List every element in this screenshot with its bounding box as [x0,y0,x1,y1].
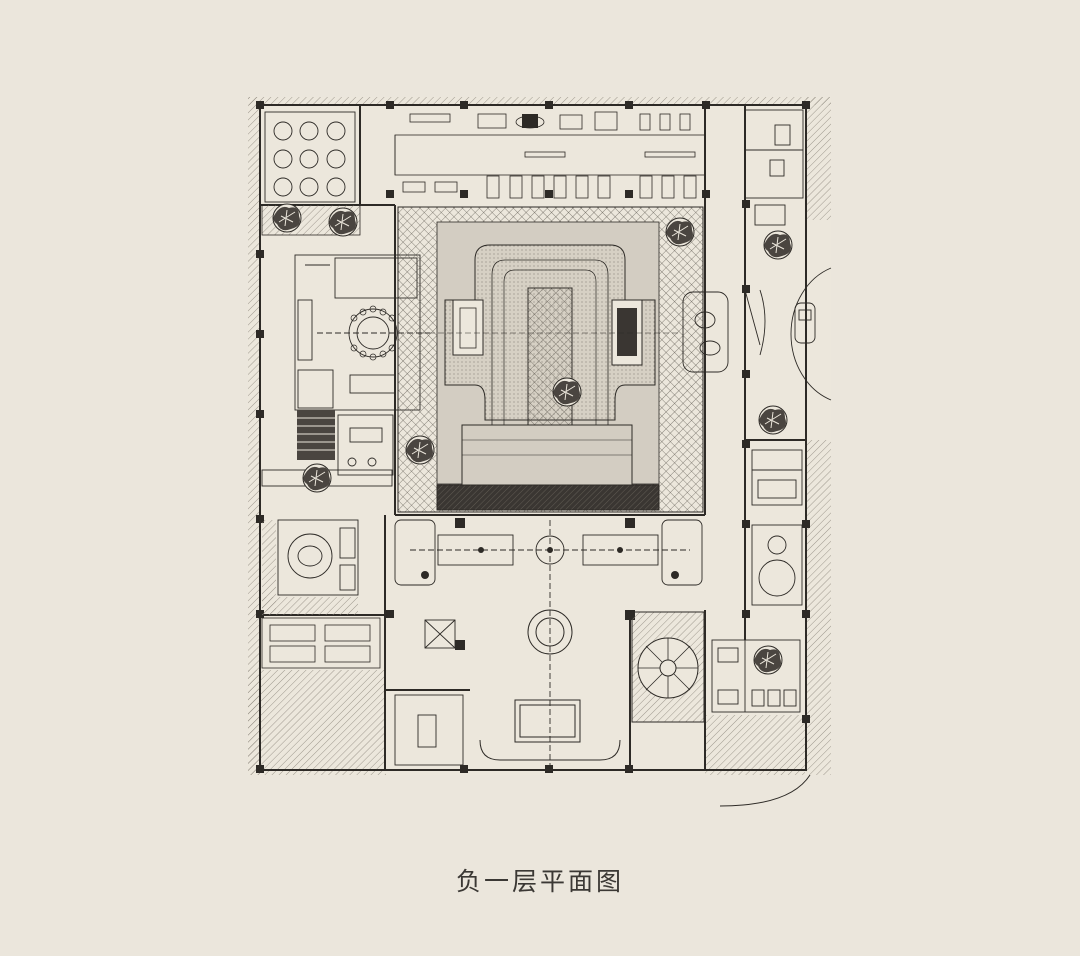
tree-icon [763,230,793,260]
south-east-retaining-wall [806,440,831,775]
tree-icon [552,377,582,407]
north-east-restrooms [744,109,804,226]
central-courtyard [397,206,704,513]
media-room [479,699,621,761]
north-east-retaining-wall [806,97,831,220]
tree-icon [302,463,332,493]
west-retaining-wall [248,97,260,775]
north-fitness-hall [394,111,706,199]
south-west-room [394,694,464,766]
south-west-earth [248,670,386,775]
tree-icon [753,645,783,675]
tree-icon [665,217,695,247]
driveway [790,267,832,401]
north-retaining-wall [248,97,831,105]
door-arc-icon [719,774,811,807]
elevator-shaft [424,619,456,649]
spiral-stair-icon [631,611,705,723]
south-east-earth [705,715,805,775]
tree-icon [405,435,435,465]
tree-icon [272,203,302,233]
tree-icon [328,207,358,237]
south-west-study-room [261,617,381,669]
south-east-restrooms [711,639,801,713]
east-suites [751,449,803,606]
tree-icon [758,405,788,435]
west-lounge [277,519,359,596]
east-pool [682,289,766,373]
round-table-icon [527,609,573,655]
north-west-dining-room [264,111,356,203]
drawing-caption: 负一层平面图 [455,867,624,896]
